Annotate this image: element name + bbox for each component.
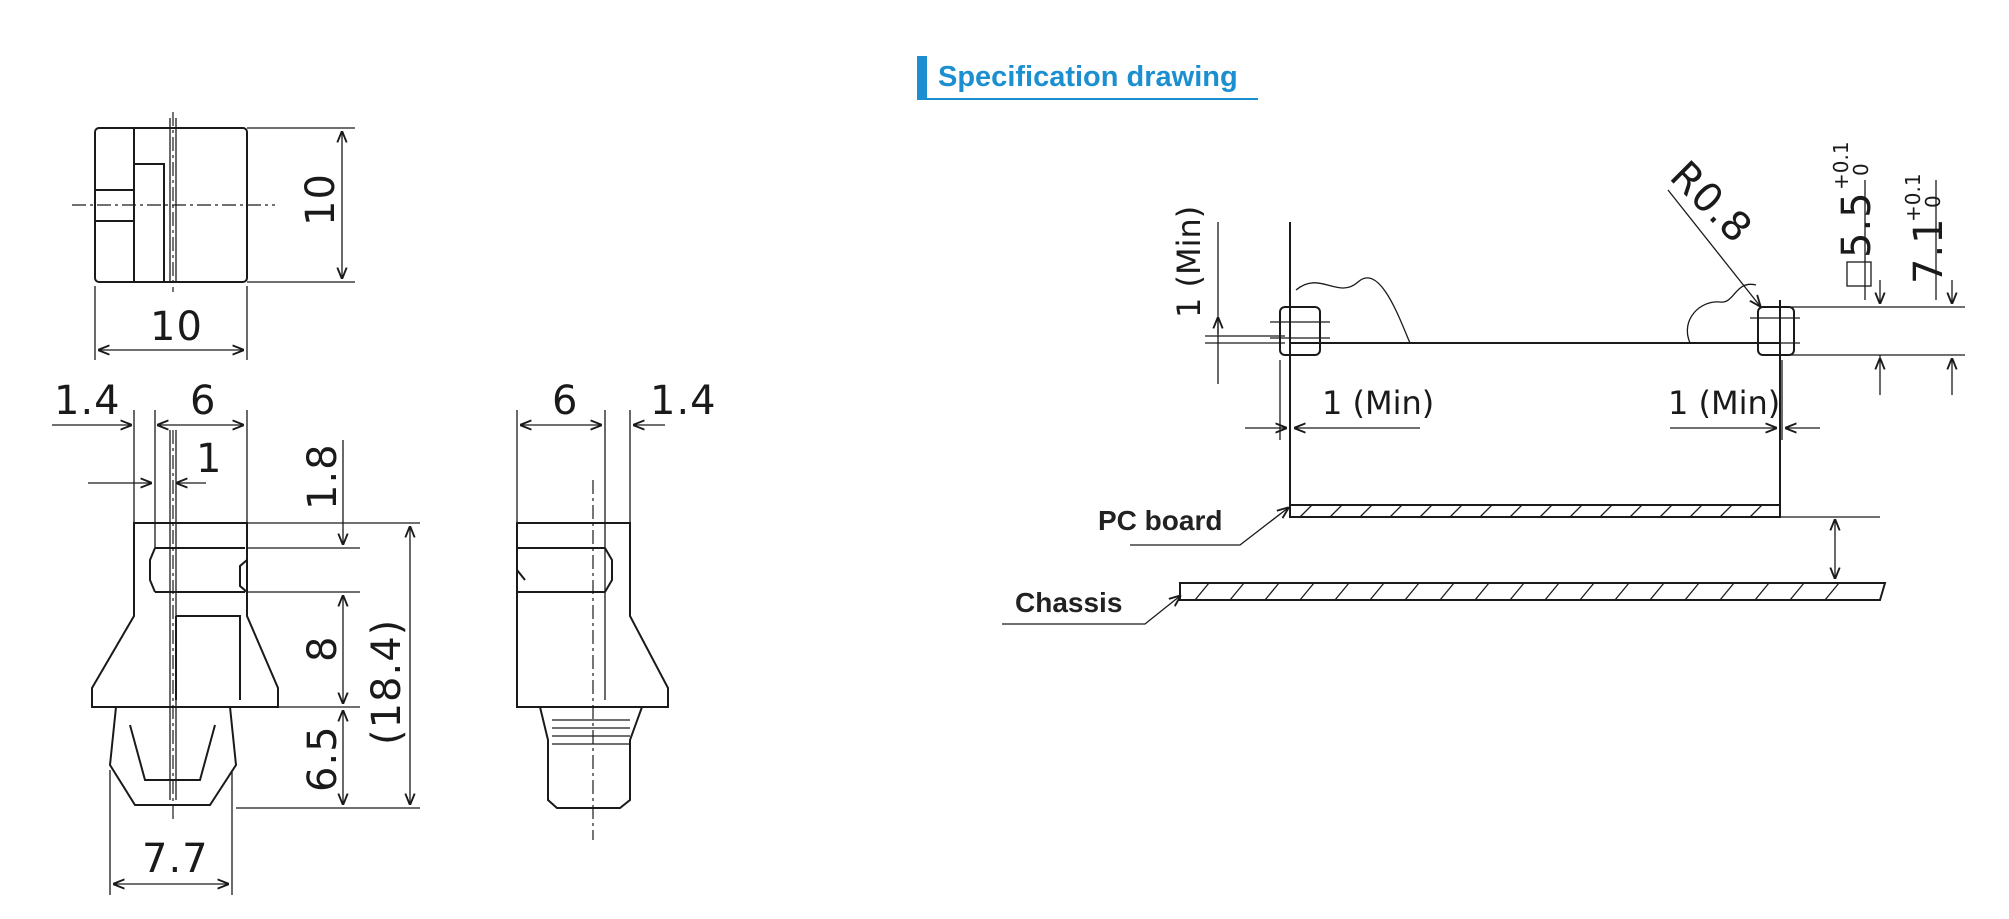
dim-front-width: 6 <box>190 378 216 424</box>
dim-board-thickness: 7.1 <box>1906 217 1952 284</box>
dim-front-offset: 1.4 <box>54 378 121 424</box>
dim-edge-min-left: 1 (Min) <box>1322 384 1434 422</box>
title-block: Specification drawing <box>917 56 1258 100</box>
dim-top-section: 1.8 <box>300 443 346 510</box>
dim-hole-tol: +0.1 <box>1829 141 1853 190</box>
top-view <box>72 112 355 360</box>
side-view <box>516 410 669 840</box>
dim-hole-tol-low: 0 <box>1849 163 1873 176</box>
page-title: Specification drawing <box>938 61 1238 93</box>
dim-top-width: 10 <box>150 304 203 350</box>
dim-board-tol-low: 0 <box>1921 195 1945 208</box>
dim-edge-min-right: 1 (Min) <box>1668 384 1780 422</box>
dim-overall-height: (18.4) <box>364 619 410 745</box>
dim-radius: R0.8 <box>1661 153 1761 253</box>
dim-foot-width: 7.7 <box>142 836 209 882</box>
dim-top-height: 10 <box>298 173 344 226</box>
dim-board-tol: +0.1 <box>1901 173 1925 222</box>
pc-board-label: PC board <box>1098 505 1222 536</box>
chassis-label: Chassis <box>1015 587 1122 618</box>
dim-foot-height: 6.5 <box>300 725 346 792</box>
title-accent-bar <box>917 56 927 98</box>
dim-side-width: 6 <box>552 378 578 424</box>
front-view <box>52 410 420 895</box>
dim-slot-width: 1 <box>196 436 222 482</box>
dim-edge-min-vertical: 1 (Min) <box>1170 206 1208 318</box>
dim-side-offset: 1.4 <box>650 378 717 424</box>
dim-hole-size: 5.5 <box>1834 191 1880 258</box>
mounting-diagram <box>1002 180 1965 625</box>
dim-body-height: 8 <box>300 636 346 662</box>
